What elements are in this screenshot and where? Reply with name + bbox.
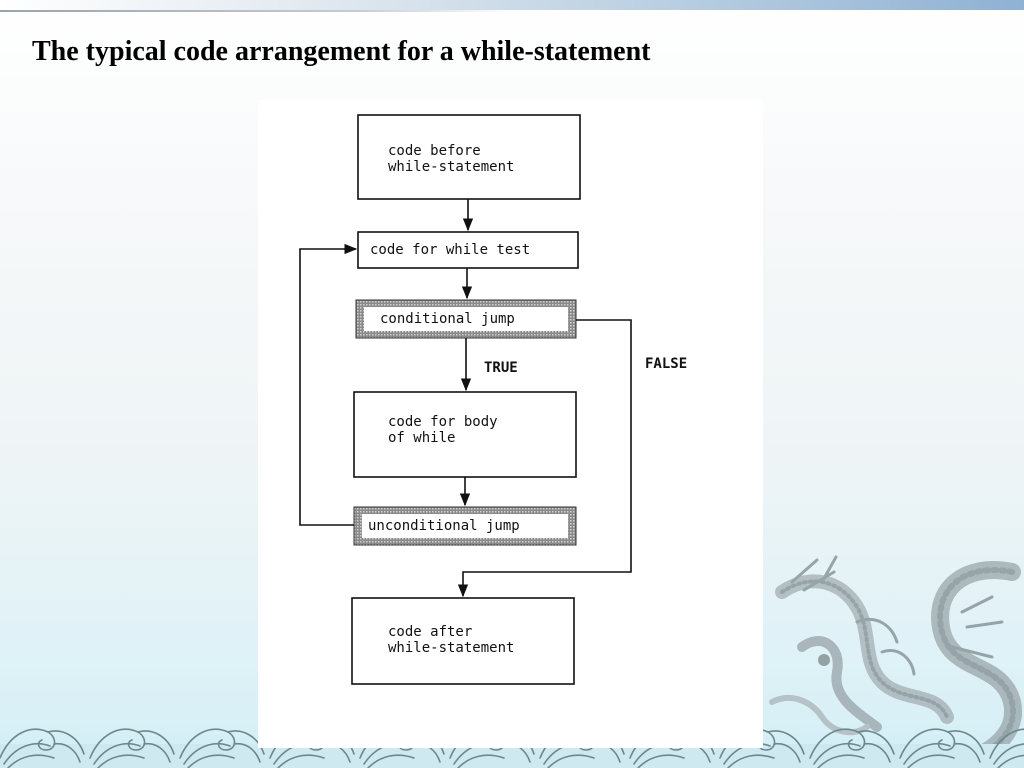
node-while-test: code for while test [357,231,579,269]
top-rule [0,10,512,12]
label-true: TRUE [484,360,518,376]
node-body-line-1: code for body [388,414,498,430]
node-code-before-line-2: while-statement [388,159,514,175]
node-unconditional-jump-label: unconditional jump [368,518,520,534]
top-accent-bar [0,0,1024,10]
node-code-before-line-1: code before [388,143,481,159]
node-body-of-while: code for body of while [353,391,577,478]
flowchart-svg: code before while-statement code for whi… [299,114,687,685]
arrow-loop-back-to-test [299,243,358,526]
slide-title: The typical code arrangement for a while… [32,36,651,67]
node-code-before-while: code before while-statement [357,114,581,200]
node-unconditional-jump: unconditional jump [353,506,577,546]
flowchart-figure: code before while-statement code for whi… [258,100,763,748]
node-while-test-label: code for while test [370,242,530,258]
node-body-line-2: of while [388,430,455,446]
label-false: FALSE [645,356,687,372]
node-conditional-jump-label: conditional jump [380,311,515,327]
wave-border-decoration [0,728,1024,768]
node-code-after-line-1: code after [388,624,472,640]
arrow-false-to-after [457,319,632,598]
node-code-after-while: code after while-statement [351,597,575,685]
node-conditional-jump: conditional jump [355,299,577,339]
node-code-after-line-2: while-statement [388,640,514,656]
